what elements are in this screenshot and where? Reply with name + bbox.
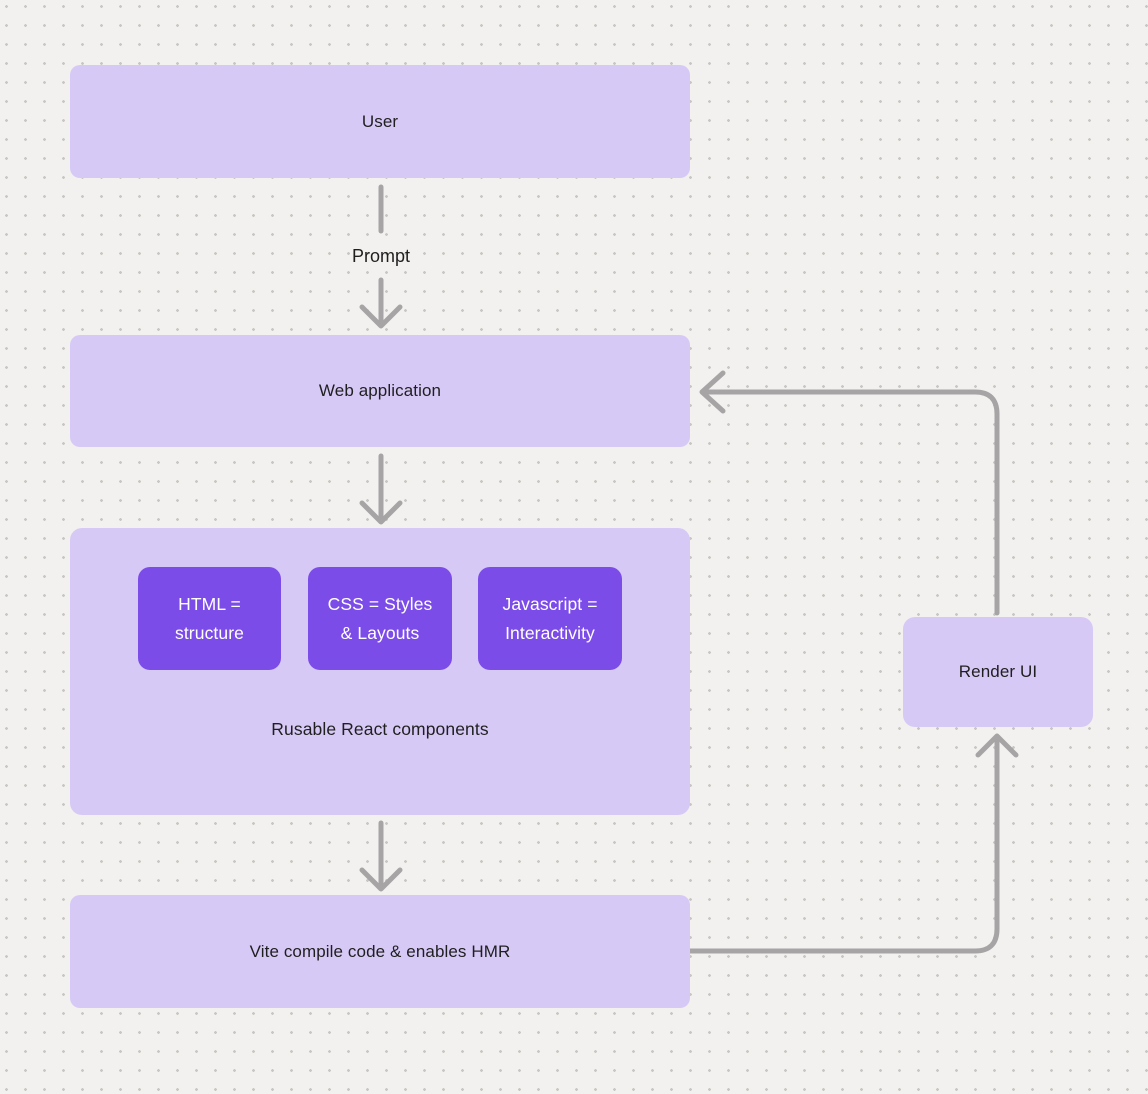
chip-javascript: Javascript = Interactivity bbox=[478, 567, 622, 670]
node-vite: Vite compile code & enables HMR bbox=[70, 895, 690, 1008]
node-render-ui-label: Render UI bbox=[958, 662, 1038, 681]
chip-html-label: HTML = structure bbox=[175, 593, 244, 643]
node-render-ui: Render UI bbox=[903, 617, 1093, 727]
edge-renderui-to-webapp-line bbox=[701, 389, 1000, 616]
edge-webapp-to-components-arrowhead-icon bbox=[359, 500, 403, 525]
edge-user-to-webapp-arrowhead-icon bbox=[359, 304, 403, 329]
components-caption: Rusable React components bbox=[271, 719, 489, 739]
chip-html: HTML = structure bbox=[138, 567, 281, 670]
node-web-application: Web application bbox=[70, 335, 690, 447]
edge-prompt-label: Prompt bbox=[351, 246, 411, 266]
node-vite-label: Vite compile code & enables HMR bbox=[249, 941, 511, 961]
edge-vite-to-renderui-line bbox=[687, 737, 1000, 954]
edge-components-to-vite-arrowhead-icon bbox=[359, 867, 403, 892]
node-user-label: User bbox=[361, 111, 399, 131]
chip-css-label: CSS = Styles & Layouts bbox=[327, 593, 433, 643]
edge-renderui-to-webapp-arrowhead-icon bbox=[699, 370, 726, 414]
edge-vite-to-renderui-arrowhead-icon bbox=[975, 733, 1019, 758]
node-components-container: HTML = structure CSS = Styles & Layouts … bbox=[70, 528, 690, 815]
chip-javascript-label: Javascript = Interactivity bbox=[502, 593, 598, 643]
node-web-application-label: Web application bbox=[318, 381, 442, 400]
chip-css: CSS = Styles & Layouts bbox=[308, 567, 452, 670]
node-user: User bbox=[70, 65, 690, 178]
